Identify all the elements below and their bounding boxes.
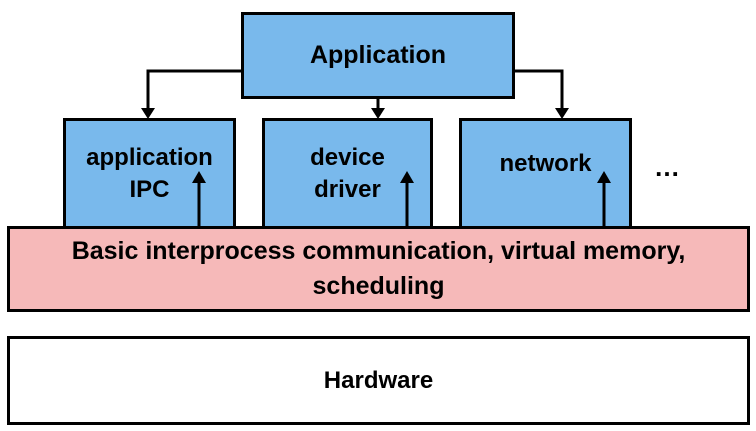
hardware-box: Hardware (7, 336, 750, 425)
upcall-arrow-network (597, 171, 611, 226)
connector-app-to-ipc (141, 69, 241, 119)
arrow-up-icon (400, 171, 414, 183)
hardware-label: Hardware (323, 366, 434, 394)
kernel-label-line1: Basic interprocess communication, virtua… (71, 237, 686, 265)
application-label: Application (309, 41, 447, 69)
arrow-down-icon (555, 108, 569, 119)
application-box: Application (241, 12, 515, 99)
arrow-down-icon (371, 108, 385, 119)
arrow-up-icon (597, 171, 611, 183)
device-driver-label-line2: driver (314, 176, 381, 203)
connector-app-to-network (515, 69, 569, 119)
more-servers-ellipsis: … (654, 152, 680, 182)
connector-app-to-driver (371, 98, 385, 119)
network-label: network (499, 150, 592, 177)
kernel-box: Basic interprocess communication, virtua… (7, 226, 750, 312)
upcall-arrow-driver (400, 171, 414, 226)
device-driver-label-line1: device (310, 144, 385, 171)
application-ipc-label-line1: application (86, 144, 213, 171)
kernel-label-line2: scheduling (312, 272, 445, 300)
application-ipc-label-line2: IPC (129, 176, 170, 203)
arrow-up-icon (192, 171, 206, 183)
arrow-down-icon (141, 108, 155, 119)
upcall-arrow-ipc (192, 171, 206, 226)
